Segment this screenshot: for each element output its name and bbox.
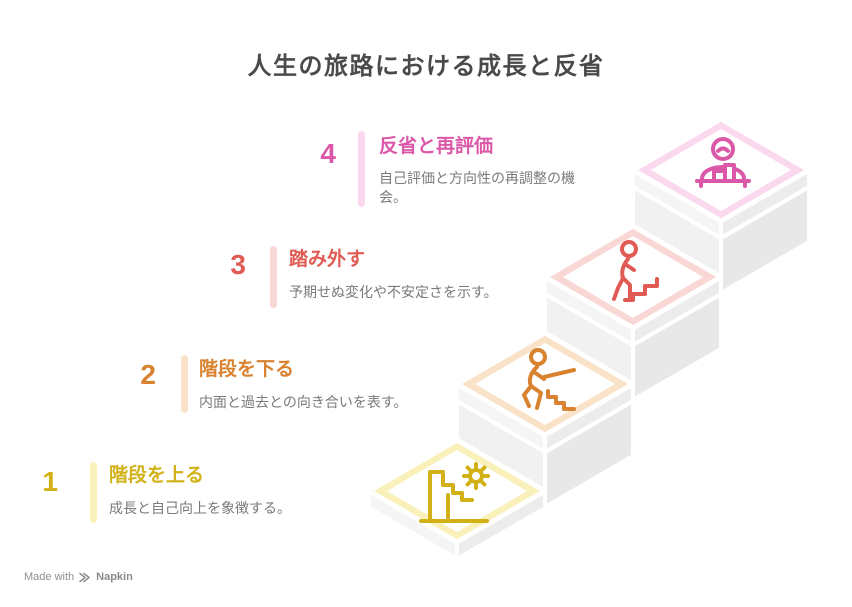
step-number: 3 (230, 249, 246, 280)
step-title: 反省と再評価 (379, 136, 494, 157)
step-number: 2 (140, 359, 156, 390)
napkin-logo-icon (79, 572, 90, 582)
step-1-platform (366, 437, 548, 561)
step-accent-bar (181, 355, 188, 413)
step-description: 自己評価と方向性の再調整の機会。 (379, 169, 575, 205)
step-description: 内面と過去との向き合いを表す。 (199, 393, 408, 410)
step-title: 階段を上る (109, 465, 205, 486)
step-accent-bar (270, 246, 277, 308)
person-missing-step-icon (612, 240, 659, 302)
brand-label: Napkin (96, 571, 133, 583)
step-number: 1 (42, 466, 58, 497)
step-accent-bar (358, 131, 365, 207)
step-description: 予期せぬ変化や不安定さを示す。 (289, 283, 498, 300)
step-description: 成長と自己向上を象徴する。 (109, 499, 291, 516)
step-title: 踏み外す (289, 249, 366, 270)
napkin-credit: Made with Napkin (24, 571, 133, 583)
made-with-label: Made with (24, 571, 75, 583)
step-title: 階段を下る (199, 359, 295, 380)
person-reflecting-desk-icon (695, 137, 751, 188)
step-4-platform (630, 116, 812, 295)
person-descending-stairs-icon (522, 348, 576, 411)
step-number: 4 (320, 138, 336, 169)
stairs-up-sun-icon (419, 462, 490, 523)
step-accent-bar (90, 462, 97, 523)
page-title: 人生の旅路における成長と反省 (247, 53, 605, 80)
